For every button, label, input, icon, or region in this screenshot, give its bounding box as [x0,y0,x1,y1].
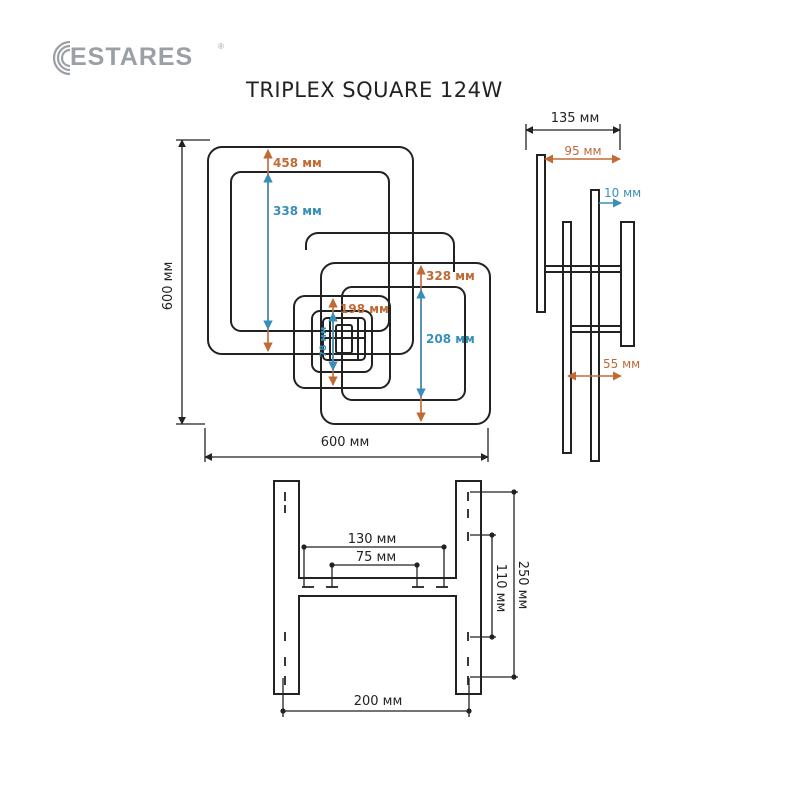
dim-328-label: 328 мм [426,269,475,283]
side-panel-front [536,154,546,313]
front-view [207,146,491,425]
mount-75-label: 75 мм [356,550,396,565]
front-width-dimension [204,428,489,462]
logo-rings-icon [52,40,71,76]
dim-458-label: 458 мм [273,156,322,170]
dim-78-label: 78 мм [319,327,329,357]
medium-square-outer [320,262,491,425]
side-view [536,154,635,462]
dim-208-label: 208 мм [426,332,475,346]
front-height-label: 600 мм [161,262,176,311]
bracket-outline [273,480,482,695]
front-height-dimension [176,139,210,425]
mount-110-label: 110 мм [493,564,508,613]
dim-10-label: 10 мм [604,186,641,200]
mount-width-dimension [280,678,472,717]
dim-95-label: 95 мм [564,144,601,158]
dim-55-label: 55 мм [603,357,640,371]
product-title: TRIPLEX SQUARE 124W [246,78,503,102]
mount-horizontal-dimensions [301,544,447,587]
front-width-label: 600 мм [321,435,370,450]
brand-logo: ESTARES ® [44,36,234,80]
dim-338-label: 338 мм [273,204,322,218]
mount-vertical-dimensions [470,489,518,680]
small-square-outer [293,295,391,389]
dim-198-label: 198 мм [340,302,389,316]
large-square-inner [230,171,390,332]
registered-mark: ® [218,42,224,51]
brand-name: ESTARES [70,43,194,71]
side-panel-middle [562,221,572,454]
small-square-inner [311,310,373,373]
large-square-outer [207,146,414,355]
wall-plate [620,221,635,347]
mount-130-label: 130 мм [348,532,397,547]
front-colored-dimensions [263,149,426,422]
mount-250-label: 250 мм [515,561,530,610]
side-depth-label: 135 мм [551,111,600,126]
mount-200-label: 200 мм [354,694,403,709]
bracket-slots [284,492,469,685]
side-depth-dimension [525,124,621,150]
shadow-plate [305,232,455,272]
mount-view [273,480,482,695]
medium-square-inner [341,286,466,401]
